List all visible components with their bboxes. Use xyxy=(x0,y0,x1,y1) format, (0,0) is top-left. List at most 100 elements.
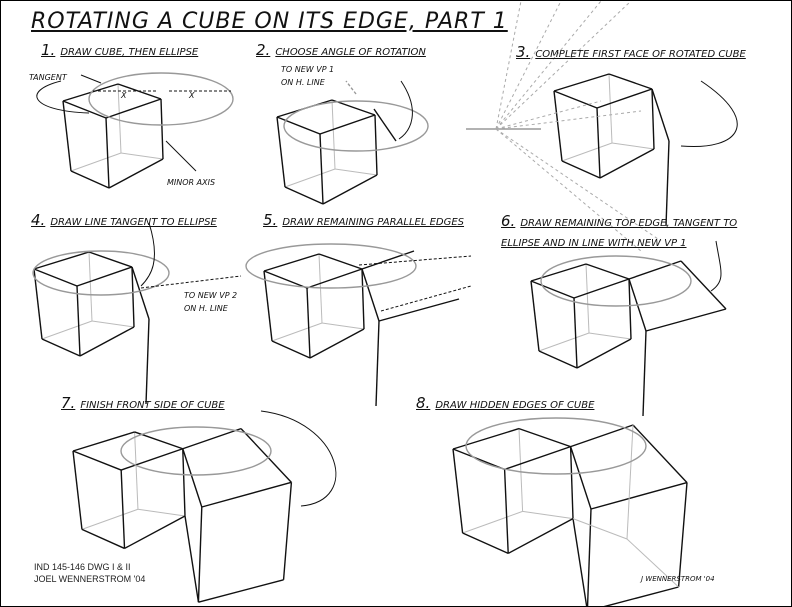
cube-edge xyxy=(41,338,81,357)
hidden-edge xyxy=(81,508,139,530)
step-5: 5.DRAW REMAINING PARALLEL EDGES xyxy=(263,211,465,229)
vanishing-line xyxy=(495,110,642,130)
cube-edge xyxy=(120,448,183,471)
cube-edge xyxy=(131,266,135,328)
tangent-leader-arrow xyxy=(36,80,90,114)
rotated-edge xyxy=(198,579,284,603)
hidden-edge xyxy=(626,538,679,588)
hidden-edge xyxy=(271,322,323,342)
cube-edge xyxy=(81,528,125,550)
minor-axis-arrow xyxy=(165,140,197,172)
hidden-edge xyxy=(88,251,93,322)
cube-edge xyxy=(33,268,43,340)
rotated-edge xyxy=(569,446,592,510)
cube-edge xyxy=(105,117,110,189)
rotated-edge xyxy=(182,427,242,450)
hidden-edge xyxy=(585,263,590,334)
hidden-edge xyxy=(538,332,590,352)
cube-edge xyxy=(452,448,505,471)
cube-edge xyxy=(319,114,376,135)
ellipse xyxy=(88,72,234,126)
page-title: ROTATING A CUBE ON ITS EDGE, PART 1 xyxy=(31,9,508,34)
rotated-edge xyxy=(361,250,415,270)
tangent-line xyxy=(140,275,242,289)
cube-edge xyxy=(608,73,653,90)
step-2: 2.CHOOSE ANGLE OF ROTATION xyxy=(256,41,426,59)
cube-edge xyxy=(569,446,574,519)
step-7: 7.FINISH FRONT SIDE OF CUBE xyxy=(61,394,225,412)
rotated-edge xyxy=(590,481,688,510)
vanishing-line xyxy=(495,1,602,130)
hidden-edge xyxy=(588,332,632,340)
parallel-edge xyxy=(380,285,472,312)
cube-edge xyxy=(271,340,311,359)
ellipse xyxy=(32,250,170,296)
cube-edge xyxy=(70,170,110,189)
cube-edge xyxy=(322,174,378,205)
vp1-direction xyxy=(345,80,357,95)
hidden-edge xyxy=(522,510,574,520)
cube-edge xyxy=(76,285,81,357)
cube-edge xyxy=(651,88,655,150)
hidden-edge xyxy=(626,424,634,540)
cube-edge xyxy=(76,266,133,287)
rotated-edge xyxy=(182,448,203,508)
cube-edge xyxy=(561,160,601,179)
cube-edge xyxy=(33,268,78,287)
signature: J WENNERSTROM '04 xyxy=(641,575,715,583)
cube-edge xyxy=(182,448,186,516)
leader-arrow xyxy=(710,240,722,292)
hidden-edge xyxy=(611,142,655,150)
rotated-edge xyxy=(645,308,727,332)
cube-edge xyxy=(284,186,324,205)
cube-edge xyxy=(72,431,135,452)
rotated-edge xyxy=(184,515,200,603)
rotated-edge xyxy=(572,518,588,606)
rotated-edge xyxy=(201,481,292,508)
cube-edge xyxy=(553,73,610,92)
vanishing-line xyxy=(495,128,642,252)
cube-edge xyxy=(120,470,126,549)
rotated-edge xyxy=(361,268,380,322)
hidden-edge xyxy=(334,168,378,176)
author-credit: JOEL WENNERSTROM '04 xyxy=(34,574,146,584)
cube-edge xyxy=(462,532,509,555)
rotated-edge xyxy=(642,330,647,417)
cube-edge xyxy=(507,517,574,555)
hidden-edge xyxy=(137,508,186,517)
cube-edge xyxy=(596,88,653,109)
tangent-leader-arrow xyxy=(80,74,102,84)
rotated-edge xyxy=(197,506,203,603)
step-8: 8.DRAW HIDDEN EDGES OF CUBE xyxy=(416,394,595,412)
x-label-1: X xyxy=(121,91,127,100)
cube-edge xyxy=(452,427,520,450)
hidden-edge xyxy=(120,152,164,160)
cube-edge xyxy=(573,278,630,299)
step-3: 3.COMPLETE FIRST FACE OF ROTATED CUBE xyxy=(516,43,746,61)
cube-edge xyxy=(263,270,308,289)
leader-arrow xyxy=(260,410,337,507)
hidden-edge xyxy=(331,99,336,170)
vanishing-line xyxy=(495,100,602,130)
hidden-edge xyxy=(70,152,122,172)
cube-edge xyxy=(79,326,135,357)
cube-edge xyxy=(331,99,376,116)
hidden-edge xyxy=(134,431,139,510)
tangent-label: TANGENT xyxy=(29,73,67,82)
cube-edge xyxy=(105,98,162,119)
rotated-edge xyxy=(603,586,679,606)
hidden-edge xyxy=(572,518,628,540)
leader-arrow xyxy=(140,222,155,287)
rotated-edge xyxy=(570,424,634,448)
hidden-edge xyxy=(518,428,524,512)
rotated-edge xyxy=(665,140,670,227)
vanishing-line xyxy=(495,1,632,130)
parallel-edge xyxy=(358,255,472,266)
course-credit: IND 145-146 DWG I & II xyxy=(34,562,131,572)
cube-edge xyxy=(160,98,164,160)
cube-edge xyxy=(263,253,320,272)
cube-edge xyxy=(124,515,186,550)
cube-edge xyxy=(628,278,632,340)
cube-edge xyxy=(538,350,578,369)
